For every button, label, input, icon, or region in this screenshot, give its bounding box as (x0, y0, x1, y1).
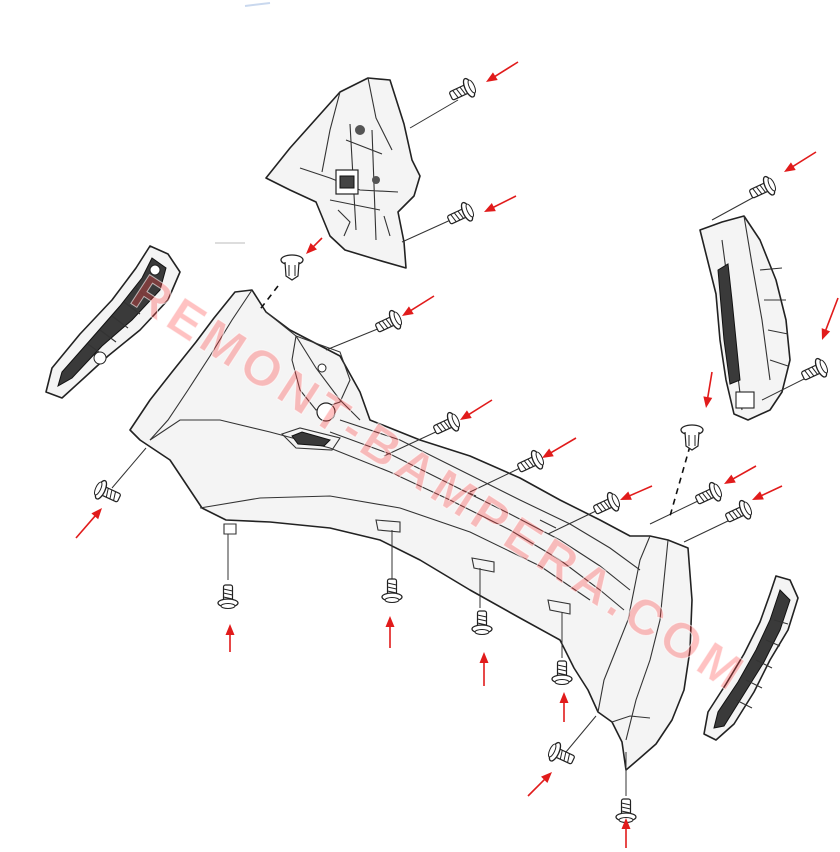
red-arrow-icon (724, 465, 757, 484)
red-arrow-icon (306, 237, 323, 254)
red-arrow-icon (784, 151, 817, 172)
clip-guide-line-right (669, 445, 691, 517)
red-arrow-icon (542, 437, 577, 458)
red-arrow-icon (460, 399, 493, 420)
arrow-group (75, 61, 839, 848)
red-arrow-icon (821, 297, 839, 340)
left-tail-lamp (265, 77, 421, 269)
clip-guide-line-left (257, 285, 279, 313)
red-arrow-icon (620, 485, 653, 500)
red-arrow-icon (703, 371, 713, 408)
red-arrow-icon (225, 624, 235, 652)
red-arrow-icon (75, 508, 102, 539)
red-arrow-icon (752, 485, 783, 500)
red-arrow-icon (484, 195, 517, 212)
red-arrow-icon (479, 652, 489, 686)
red-arrow-icon (621, 818, 631, 848)
red-arrow-icon (385, 616, 395, 648)
leader-lines (111, 99, 807, 796)
right-bumper-bracket (703, 575, 799, 741)
red-arrow-icon (559, 692, 569, 722)
red-arrow-icon (402, 295, 435, 316)
right-tail-lamp (699, 215, 791, 421)
rear-bumper-cover (129, 289, 693, 771)
red-arrow-icon (527, 772, 552, 797)
left-bumper-bracket (45, 245, 181, 399)
red-arrow-icon (486, 61, 519, 82)
